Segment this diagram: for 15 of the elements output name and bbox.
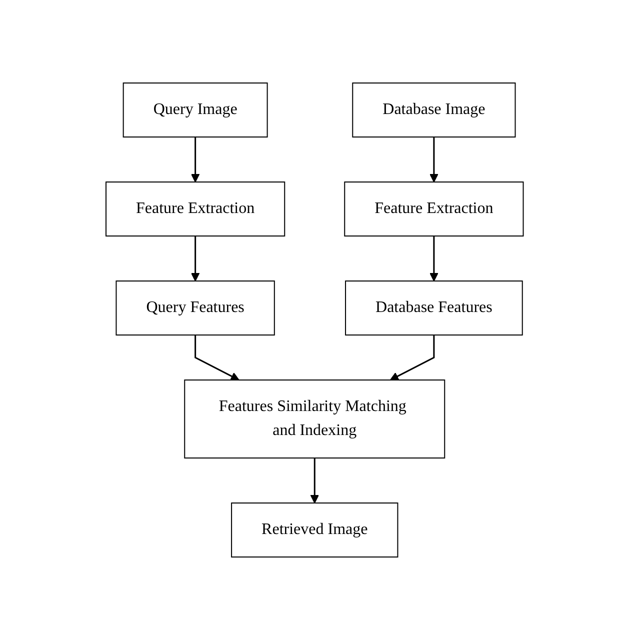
- arrow: [310, 458, 319, 503]
- arrow: [429, 136, 438, 182]
- node-box: Query Features: [116, 280, 275, 335]
- node-box: Retrieved Image: [230, 502, 398, 557]
- arrow: [190, 236, 200, 281]
- node-box: Query Image: [122, 82, 268, 137]
- arrow: [429, 236, 438, 281]
- arrow: [194, 334, 240, 380]
- arrow: [390, 334, 435, 380]
- node-box: Feature Extraction: [344, 181, 524, 236]
- node-box: Features Similarity Matching and Indexing: [184, 379, 445, 458]
- node-box: Database Features: [344, 280, 523, 335]
- node-box: Database Image: [352, 82, 516, 137]
- node-box: Feature Extraction: [105, 181, 285, 236]
- arrow: [190, 136, 200, 182]
